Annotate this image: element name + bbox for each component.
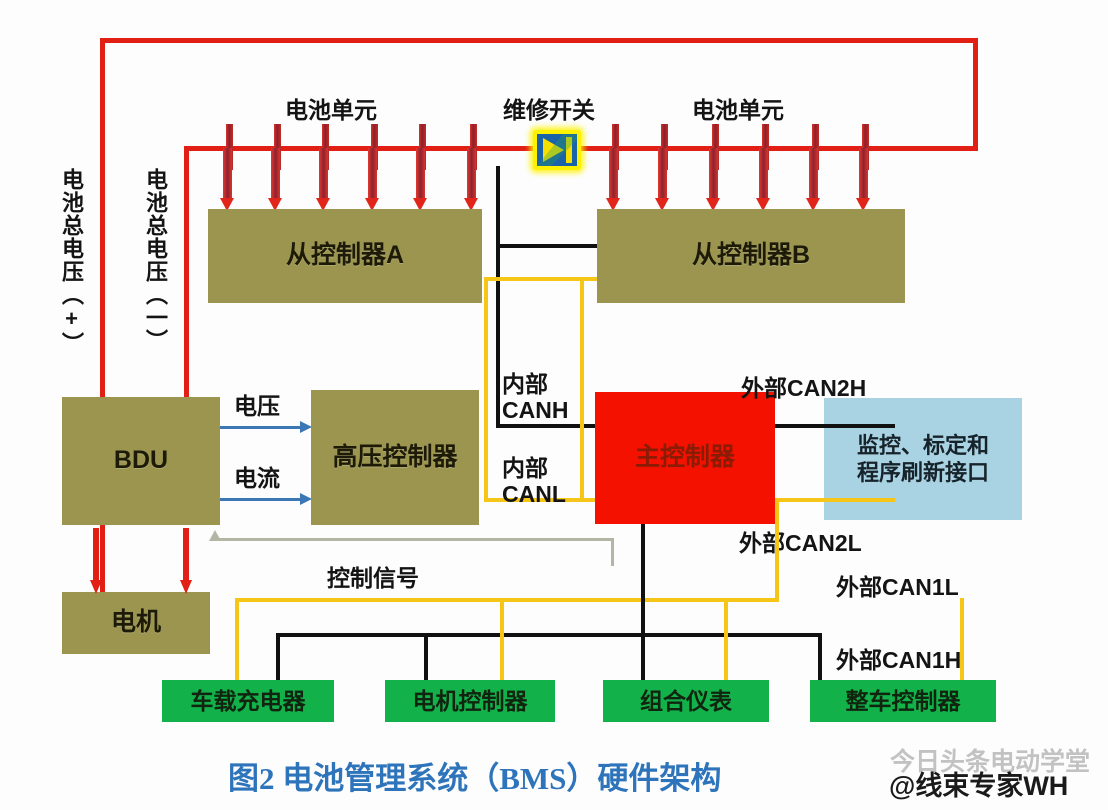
control-signal-arrowhead <box>209 530 221 541</box>
battery-cell-stub <box>226 124 233 170</box>
battery-cell-stub <box>371 124 378 170</box>
external-can1h-right-wire <box>818 633 822 684</box>
hv-bus-down-wire <box>184 146 189 400</box>
internal-canl-left-vertical-wire <box>484 277 488 502</box>
can1l-node-drop-wire <box>724 598 728 684</box>
can1h-node-drop-wire <box>424 633 428 684</box>
voltage-signal-label: 电压 <box>234 393 280 419</box>
battery-cell-stub <box>470 124 477 170</box>
motor-power-arrow <box>90 528 102 594</box>
main-controller-block[interactable]: 主控制器 <box>595 392 775 524</box>
control-signal-label: 控制信号 <box>327 565 419 591</box>
cell-tap-arrow <box>856 148 870 212</box>
cell-tap-arrow <box>606 148 620 212</box>
external-can1h-bus-wire <box>276 633 822 637</box>
hv-loop-top-wire <box>100 38 978 43</box>
bdu-block[interactable]: BDU <box>62 397 220 525</box>
internal-canh-to-main-wire <box>496 424 596 428</box>
external-can2l-label: 外部CAN2L <box>739 530 862 556</box>
can1l-node-drop-wire <box>960 598 964 684</box>
cell-tap-arrow <box>316 148 330 212</box>
current-signal-arrow <box>220 493 312 505</box>
service-disconnect-switch-icon[interactable] <box>533 130 581 170</box>
motor-power-arrow <box>180 528 192 594</box>
external-can2h-label: 外部CAN2H <box>741 375 867 401</box>
hv-controller-block[interactable]: 高压控制器 <box>311 390 479 525</box>
ghost-watermark: 今日头条电动学堂 <box>890 748 1091 776</box>
current-signal-label: 电流 <box>234 465 280 491</box>
voltage-signal-arrow <box>220 421 312 433</box>
battery-cell-stub <box>812 124 819 170</box>
battery-cell-stub <box>712 124 719 170</box>
cell-tap-arrow <box>655 148 669 212</box>
maintenance-switch-label: 维修开关 <box>503 97 595 123</box>
cell-tap-arrow <box>756 148 770 212</box>
slave-controller-b-block[interactable]: 从控制器B <box>597 209 905 303</box>
battery-unit-left-label: 电池单元 <box>285 97 377 123</box>
monitor-calibration-interface-block[interactable]: 监控、标定和 程序刷新接口 <box>824 398 1022 520</box>
battery-cell-stub <box>612 124 619 170</box>
external-can2h-wire <box>775 424 895 428</box>
battery-cell-stub <box>274 124 281 170</box>
internal-canl-label: 内部 CANL <box>502 455 566 507</box>
external-can2l-wire <box>775 498 895 502</box>
node-block-vehicle-controller[interactable]: 整车控制器 <box>810 680 996 722</box>
author-watermark: @线束专家WH <box>889 771 1069 801</box>
cell-tap-arrow <box>413 148 427 212</box>
figure-caption: 图2 电池管理系统（BMS）硬件架构 <box>228 761 722 796</box>
external-can1l-label: 外部CAN1L <box>836 574 959 600</box>
hv-bus-wire <box>184 146 978 151</box>
motor-block[interactable]: 电机 <box>62 592 210 654</box>
node-block-onboard-charger[interactable]: 车载充电器 <box>162 680 334 722</box>
cell-tap-arrow <box>365 148 379 212</box>
control-signal-right-wire <box>611 538 614 566</box>
battery-unit-right-label: 电池单元 <box>692 97 784 123</box>
can1l-node-drop-wire <box>500 598 504 684</box>
node-block-instrument-cluster[interactable]: 组合仪表 <box>603 680 769 722</box>
pack-voltage-negative-label: 电池总电压（一） <box>143 168 168 352</box>
internal-canl-branch-wire <box>484 277 602 281</box>
cell-tap-arrow <box>706 148 720 212</box>
hv-loop-left-wire <box>100 38 105 618</box>
internal-canh-label: 内部 CANH <box>502 371 569 423</box>
external-can1l-left-wire <box>235 598 239 684</box>
battery-cell-stub <box>661 124 668 170</box>
battery-cell-stub <box>322 124 329 170</box>
external-can1l-drop-wire <box>775 498 779 602</box>
node-block-motor-controller[interactable]: 电机控制器 <box>385 680 555 722</box>
pack-voltage-positive-label: 电池总电压（+） <box>59 168 84 355</box>
external-can1h-label: 外部CAN1H <box>836 647 962 673</box>
cell-tap-arrow <box>464 148 478 212</box>
battery-cell-stub <box>419 124 426 170</box>
cell-tap-arrow <box>268 148 282 212</box>
external-can1h-left-wire <box>276 633 280 684</box>
can1h-node-drop-wire <box>641 633 645 684</box>
internal-canh-to-slaveB-wire <box>496 244 600 248</box>
battery-cell-stub <box>762 124 769 170</box>
slave-controller-a-block[interactable]: 从控制器A <box>208 209 482 303</box>
control-signal-top-wire <box>214 538 614 541</box>
switch-glyph <box>537 134 577 166</box>
hv-loop-right-wire <box>973 38 978 150</box>
internal-canl-right-vertical-wire <box>580 277 584 502</box>
internal-canl-to-main-wire <box>484 498 596 502</box>
external-can1l-bus-wire <box>235 598 779 602</box>
battery-cell-stub <box>862 124 869 170</box>
cell-tap-arrow <box>220 148 234 212</box>
internal-canh-vertical-wire <box>496 166 500 426</box>
cell-tap-arrow <box>806 148 820 212</box>
external-can1h-drop-wire <box>641 524 645 636</box>
